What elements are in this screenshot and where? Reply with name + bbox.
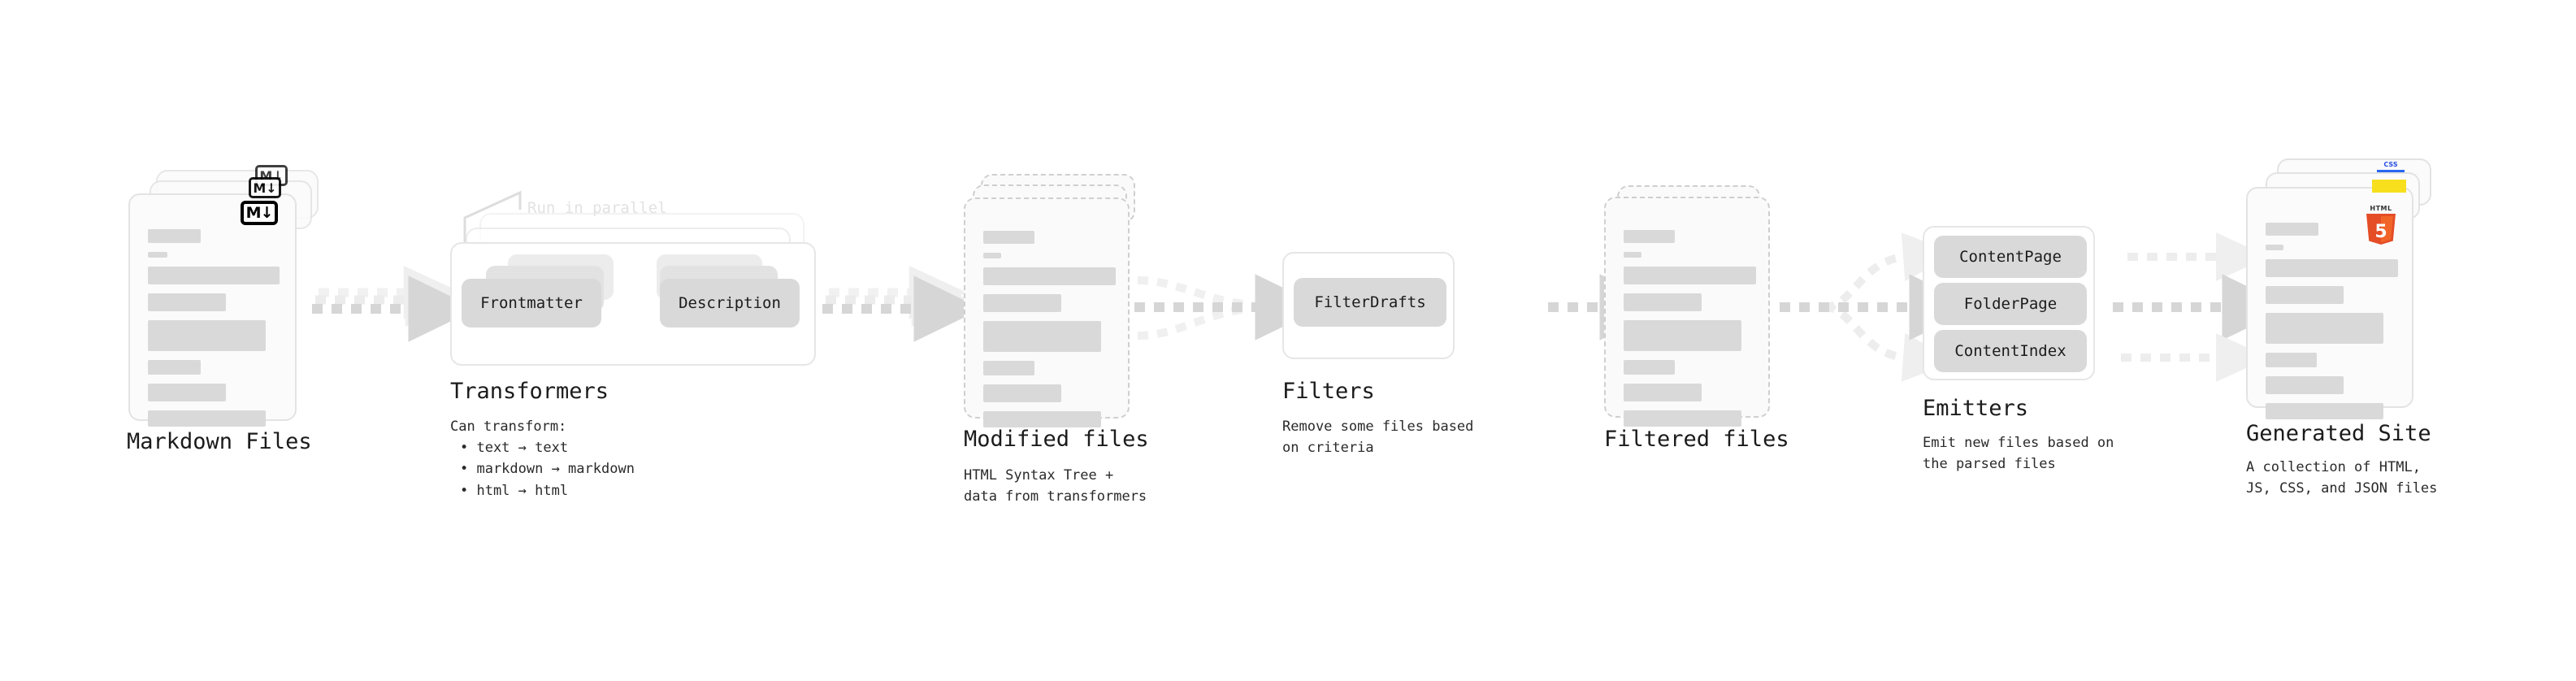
doc-bar	[148, 410, 266, 427]
doc-bar	[2266, 403, 2383, 419]
modified-files-title: Modified files	[964, 427, 1149, 452]
doc-bar	[983, 294, 1061, 312]
markdown-badge-label: M↓	[245, 203, 274, 222]
doc-bar	[1624, 410, 1741, 427]
site-doc-body	[2248, 189, 2412, 419]
modified-sheet-front	[964, 197, 1130, 427]
doc-bar	[983, 253, 1001, 258]
doc-bar	[148, 384, 226, 401]
generated-site-subtitle: A collection of HTML, JS, CSS, and JSON …	[2246, 459, 2438, 497]
emitter-chip-folderpage[interactable]: FolderPage	[1934, 283, 2087, 325]
emitters-subtitle: Emit new files based on the parsed files	[1923, 435, 2114, 473]
run-in-parallel-note: Run in parallel	[527, 199, 667, 217]
markdown-badge-label: M↓	[253, 180, 277, 196]
transformers-bullet-2: • html → html	[460, 482, 569, 499]
filtered-files-title: Filtered files	[1604, 427, 1789, 452]
modified-files-subtitle: HTML Syntax Tree + data from transformer…	[964, 467, 1147, 505]
transformers-title: Transformers	[450, 379, 609, 404]
doc-bar	[148, 267, 280, 284]
js-badge-icon	[2372, 180, 2406, 193]
doc-bar	[1624, 384, 1702, 401]
filters-title: Filters	[1282, 379, 1375, 404]
transformers-subtitle: Can transform:	[450, 419, 567, 435]
doc-bar	[1624, 360, 1675, 375]
doc-bar	[1624, 230, 1675, 243]
doc-bar	[148, 293, 226, 311]
doc-bar	[2266, 223, 2318, 236]
markdown-badge-icon: M↓	[241, 201, 278, 225]
doc-bar	[1624, 267, 1756, 284]
markdown-badge-mid: M↓	[249, 177, 281, 198]
modified-doc-body	[965, 199, 1128, 427]
emitter-chip-contentpage[interactable]: ContentPage	[1934, 236, 2087, 278]
doc-bar	[2266, 376, 2344, 394]
arrow-modified-to-filters	[1134, 274, 1324, 340]
doc-bar	[2266, 259, 2398, 277]
css3-badge-icon: CSS	[2377, 161, 2405, 172]
arrow-md-to-transformers	[312, 266, 477, 342]
doc-bar	[2266, 353, 2317, 367]
markdown-sheet-front	[128, 193, 297, 427]
doc-bar	[148, 360, 201, 375]
html5-wordmark: HTML	[2370, 205, 2392, 212]
doc-bar	[148, 320, 266, 351]
filter-chip-filterdrafts[interactable]: FilterDrafts	[1294, 278, 1446, 327]
generated-site-stack: CSS HTML 5	[0, 0, 2431, 419]
css-badge-label: CSS	[2383, 161, 2398, 168]
transformers-bullet-1: • markdown → markdown	[460, 461, 635, 478]
transformers-bullets: • text → text • markdown → markdown • ht…	[460, 437, 635, 501]
html5-badge-icon: HTML 5	[2363, 205, 2399, 245]
doc-bar	[1624, 320, 1741, 351]
doc-bar	[148, 229, 201, 243]
doc-bar	[148, 252, 167, 258]
arrow-filtered-to-emitters	[1780, 232, 1978, 382]
emitter-chip-contentindex[interactable]: ContentIndex	[1934, 330, 2087, 372]
markdown-doc-body	[130, 195, 295, 427]
transformer-chip-description[interactable]: Description	[660, 279, 800, 327]
generated-site-title: Generated Site	[2246, 421, 2431, 446]
markdown-files-title: Markdown Files	[127, 429, 312, 454]
doc-bar	[983, 231, 1034, 244]
transformers-bullet-0: • text → text	[460, 440, 569, 456]
filtered-doc-body	[1606, 198, 1768, 427]
doc-bar	[2266, 245, 2283, 250]
doc-bar	[983, 384, 1061, 402]
doc-bar	[983, 411, 1101, 427]
doc-bar	[2266, 313, 2383, 344]
svg-text:5: 5	[2374, 222, 2387, 242]
doc-bar	[983, 321, 1101, 352]
arrow-emitters-to-site	[2113, 232, 2291, 382]
doc-bar	[1624, 252, 1641, 258]
filtered-sheet-front	[1604, 197, 1770, 427]
doc-bar	[983, 361, 1034, 375]
css-badge-underline	[2377, 170, 2405, 172]
transformer-chip-frontmatter[interactable]: Frontmatter	[462, 279, 601, 327]
emitters-title: Emitters	[1923, 396, 2029, 421]
doc-bar	[1624, 293, 1702, 311]
doc-bar	[983, 267, 1116, 285]
filters-subtitle: Remove some files based on criteria	[1282, 419, 1474, 457]
doc-bar	[2266, 286, 2344, 304]
arrow-transformers-to-modified	[822, 266, 982, 342]
